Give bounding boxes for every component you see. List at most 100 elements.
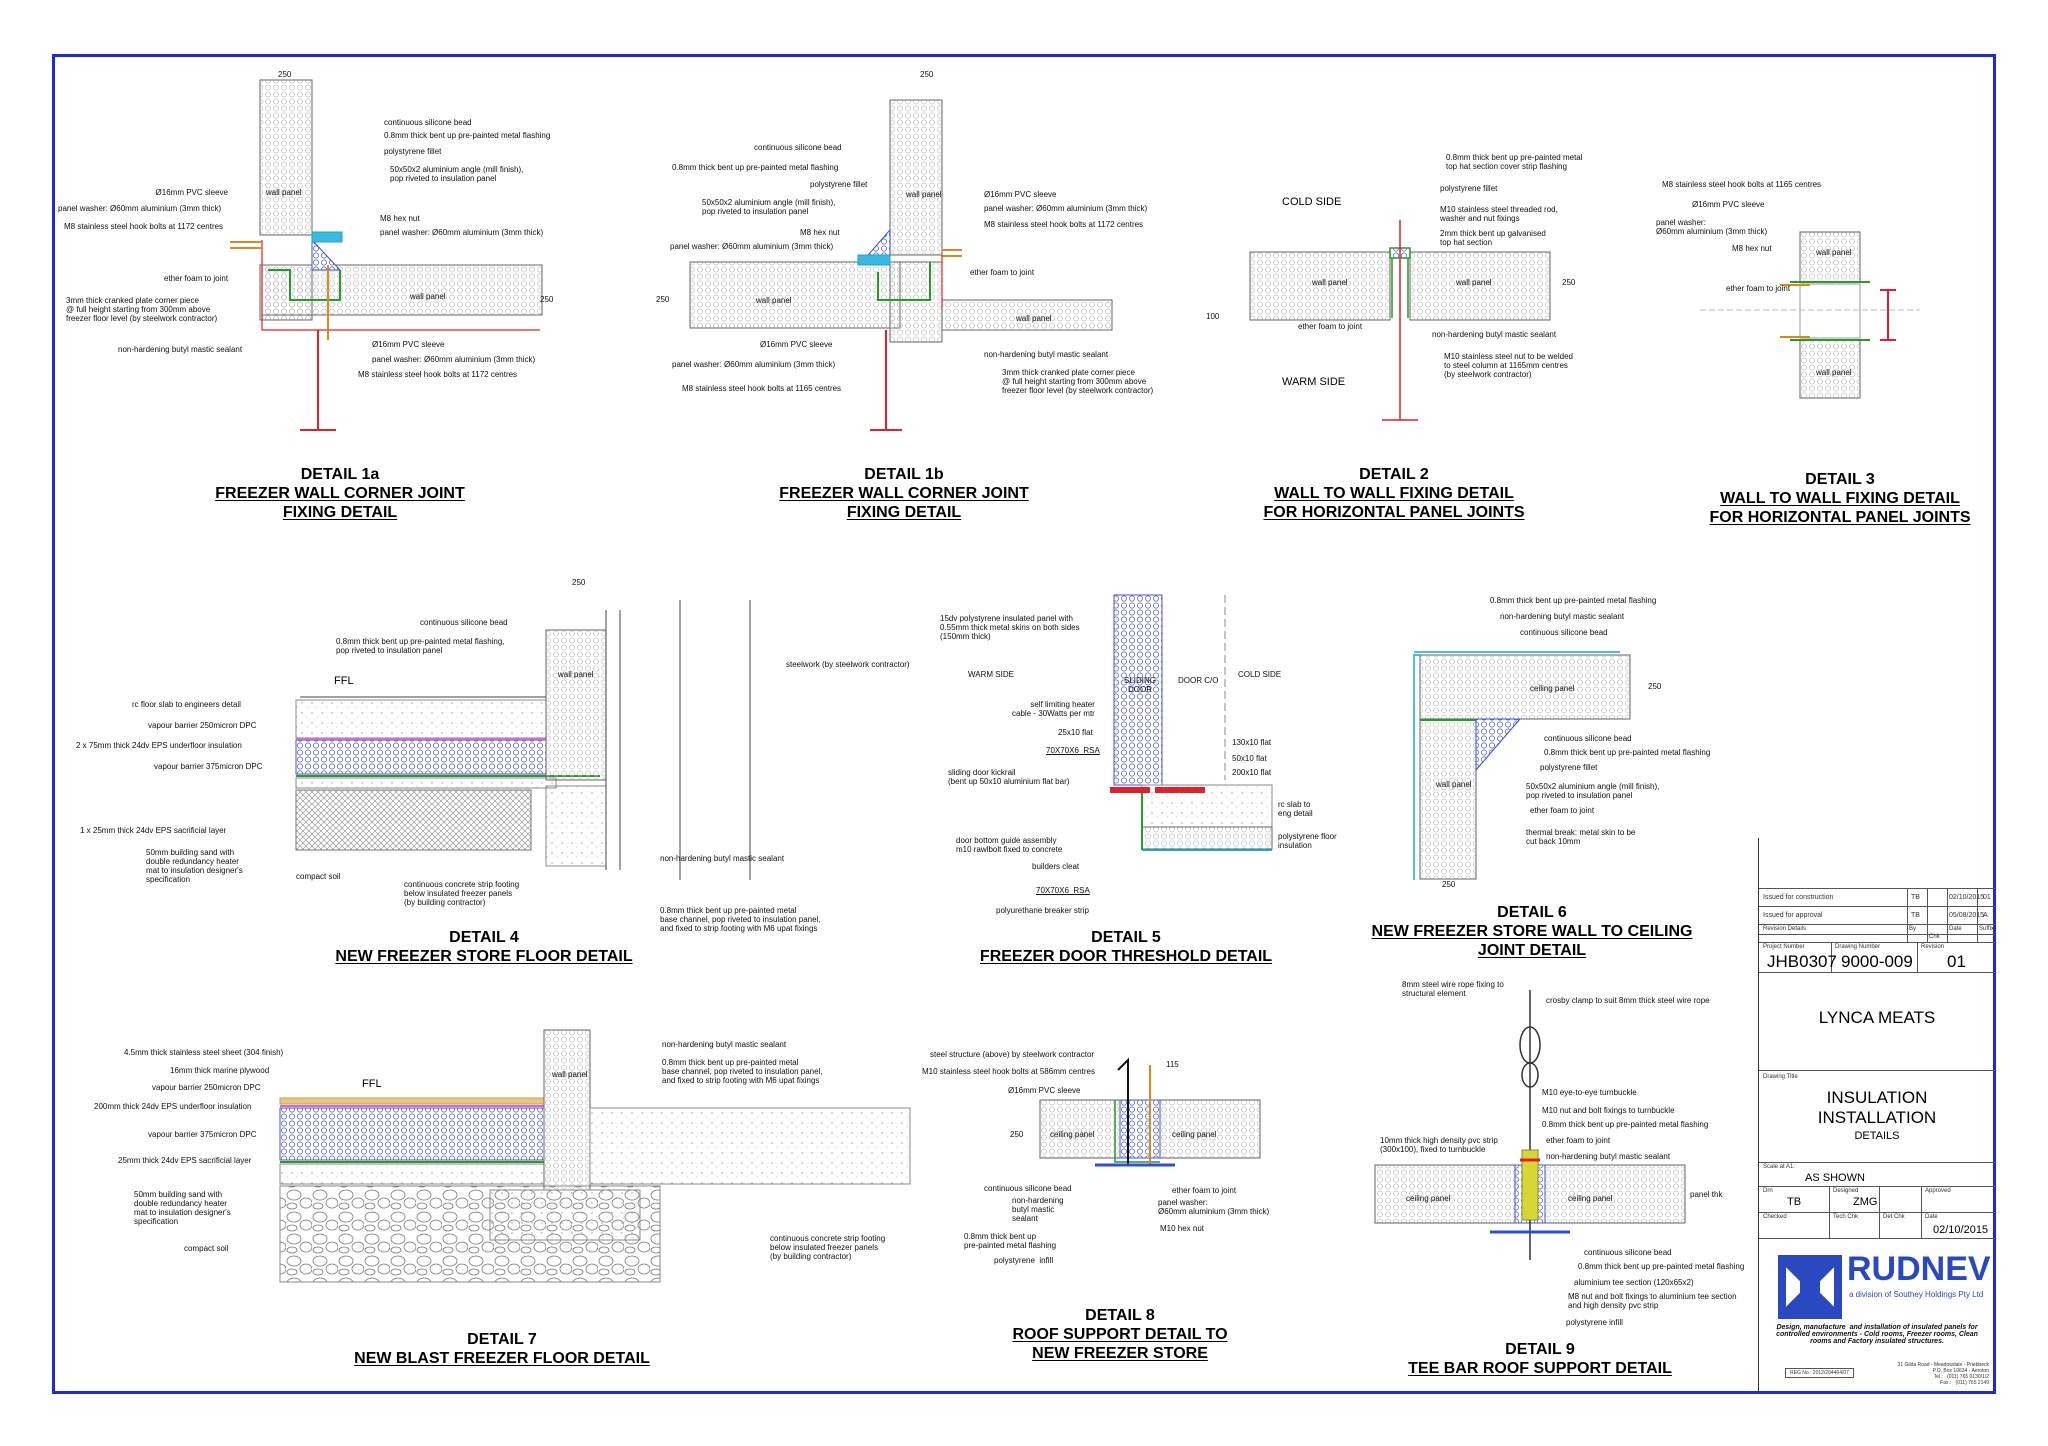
label-wall-panel: wall panel bbox=[1816, 248, 1852, 257]
note: non-hardening butyl mastic sealant bbox=[1432, 330, 1557, 339]
label-ceiling-panel: ceiling panel bbox=[1172, 1130, 1217, 1139]
dimension: panel thk bbox=[1690, 1190, 1723, 1199]
note: continuous concrete strip footing below … bbox=[770, 1234, 886, 1261]
note: thermal break: metal skin to be cut back… bbox=[1526, 828, 1636, 846]
note: Ø16mm PVC sleeve bbox=[1008, 1086, 1081, 1095]
note: ether foam to joint bbox=[1298, 322, 1363, 331]
label-ffl: FFL bbox=[334, 675, 354, 687]
note: polyurethane breaker strip bbox=[996, 906, 1089, 915]
note: door bottom guide assembly m10 rawlbolt … bbox=[956, 836, 1063, 854]
drawing-number: 9000-009 bbox=[1841, 952, 1913, 971]
note: polystyrene infill bbox=[1566, 1318, 1623, 1327]
note: non-hardening butyl mastic sealant bbox=[660, 854, 785, 863]
note: 200x10 flat bbox=[1232, 768, 1272, 777]
note: continuous silicone bead bbox=[420, 618, 508, 627]
dimension: 250 bbox=[1648, 682, 1662, 691]
note: 0.8mm thick bent up pre-painted metal fl… bbox=[1490, 596, 1657, 605]
detail-6-drawing bbox=[1413, 651, 1631, 880]
note: steelwork (by steelwork contractor) bbox=[786, 660, 910, 669]
note: M8 stainless steel hook bolts at 1172 ce… bbox=[358, 370, 518, 379]
note: 0.8mm thick bent up pre-painted metal fl… bbox=[1578, 1262, 1745, 1271]
dimension: 250 bbox=[540, 295, 554, 304]
note: builders cleat bbox=[1032, 862, 1080, 871]
note: 0.8mm thick bent up pre-painted metal fl… bbox=[384, 131, 551, 140]
note: sliding door kickrail (bent up 50x10 alu… bbox=[948, 768, 1070, 786]
drawing-subtitle: DETAILS bbox=[1854, 1130, 1900, 1142]
note: vapour barrier 375micron DPC bbox=[154, 762, 263, 771]
note: M10 stainless steel hook bolts at 586mm … bbox=[922, 1067, 1095, 1076]
label-warm-side: WARM SIDE bbox=[968, 670, 1014, 679]
note: M8 stainless steel hook bolts at 1172 ce… bbox=[64, 222, 224, 231]
note: M8 nut and bolt fixings to aluminium tee… bbox=[1568, 1292, 1737, 1310]
label-wall-panel: wall panel bbox=[558, 670, 594, 679]
label-wall-panel: wall panel bbox=[1436, 780, 1472, 789]
revision-number: 01 bbox=[1947, 952, 1966, 971]
note: rc floor slab to engineers detail bbox=[132, 700, 241, 709]
note: 130x10 flat bbox=[1232, 738, 1272, 747]
note: 50x50x2 aluminium angle (mill finish), p… bbox=[1526, 782, 1660, 800]
note: non-hardening butyl mastic sealant bbox=[118, 345, 243, 354]
note: non-hardening butyl mastic sealant bbox=[1546, 1152, 1671, 1161]
detail-7-title: DETAIL 7 NEW BLAST FREEZER FLOOR DETAIL bbox=[354, 1331, 650, 1367]
note: 25x10 flat bbox=[1058, 728, 1093, 737]
drawing-scale: AS SHOWN bbox=[1805, 1172, 1865, 1184]
designed-by: ZMG bbox=[1853, 1196, 1878, 1208]
note: 0.8mm thick bent up pre-painted metal to… bbox=[1446, 153, 1583, 171]
note: 70X70X6 RSA bbox=[1036, 886, 1090, 895]
note: non-hardening butyl mastic sealant bbox=[662, 1040, 787, 1049]
label-wall-panel: wall panel bbox=[1016, 314, 1052, 323]
note: panel washer: Ø60mm aluminium (3mm thick… bbox=[58, 204, 222, 213]
dimension: 250 bbox=[1562, 278, 1576, 287]
detail-9-title: DETAIL 9 TEE BAR ROOF SUPPORT DETAIL bbox=[1408, 1341, 1672, 1377]
note: 10mm thick high density pvc strip (300x1… bbox=[1380, 1136, 1498, 1154]
note: panel washer: Ø60mm aluminium (3mm thick… bbox=[670, 242, 834, 251]
note: ether foam to joint bbox=[1172, 1186, 1237, 1195]
reg-number: REG No.: 2012/204464/07 bbox=[1785, 1368, 1854, 1378]
detail-8-title: DETAIL 8 ROOF SUPPORT DETAIL TO NEW FREE… bbox=[1012, 1307, 1228, 1362]
drawing-title: INSULATION bbox=[1826, 1088, 1928, 1107]
note: non-hardening butyl mastic sealant bbox=[1012, 1196, 1064, 1223]
dimension: 250 bbox=[1442, 880, 1456, 889]
detail-1a-title: DETAIL 1a FREEZER WALL CORNER JOINT FIXI… bbox=[130, 465, 550, 522]
note: continuous silicone bead bbox=[1544, 734, 1632, 743]
revision-details: Issued for approval bbox=[1763, 912, 1823, 919]
detail-8-drawing bbox=[1039, 1057, 1261, 1167]
detail-number: DETAIL 1a bbox=[300, 466, 380, 483]
note: ether foam to joint bbox=[1530, 806, 1595, 815]
detail-4-title: DETAIL 4 NEW FREEZER STORE FLOOR DETAIL bbox=[335, 929, 633, 965]
note: 2 x 75mm thick 24dv EPS underfloor insul… bbox=[76, 741, 242, 750]
note: 200mm thick 24dv EPS underfloor insulati… bbox=[94, 1102, 252, 1111]
note: Ø16mm PVC sleeve bbox=[372, 340, 445, 349]
note: rc slab to eng detail bbox=[1278, 800, 1313, 818]
detail-5-title: DETAIL 5 FREEZER DOOR THRESHOLD DETAIL bbox=[979, 929, 1273, 965]
note: M10 eye-to-eye turnbuckle bbox=[1542, 1088, 1637, 1097]
label-door-co: DOOR C/O bbox=[1178, 676, 1219, 685]
note: panel washer: Ø60mm aluminium (3mm thick… bbox=[1656, 218, 1768, 236]
company-name: RUDNEV bbox=[1847, 1250, 1991, 1288]
note: 1 x 25mm thick 24dv EPS sacrificial laye… bbox=[80, 826, 227, 835]
label-wall-panel: wall panel bbox=[266, 188, 302, 197]
detail-9-drawing bbox=[1374, 990, 1686, 1260]
detail-2-drawing bbox=[1249, 220, 1551, 421]
label-ceiling-panel: ceiling panel bbox=[1050, 1130, 1095, 1139]
company-subtitle: a division of Southey Holdings Pty Ltd bbox=[1849, 1290, 1984, 1299]
note: 0.8mm thick bent up pre-painted metal fl… bbox=[964, 1232, 1057, 1250]
label-wall-panel: wall panel bbox=[756, 296, 792, 305]
note: 25mm thick 24dv EPS sacrificial layer bbox=[118, 1156, 252, 1165]
note: crosby clamp to suit 8mm thick steel wir… bbox=[1546, 996, 1710, 1005]
label-warm-side: WARM SIDE bbox=[1282, 376, 1346, 388]
note: Ø16mm PVC sleeve bbox=[984, 190, 1057, 199]
label-wall-panel: wall panel bbox=[1456, 278, 1492, 287]
dimension: 250 bbox=[572, 578, 586, 587]
detail-1a-drawing bbox=[230, 79, 543, 431]
note: 0.8mm thick bent up pre-painted metal ba… bbox=[662, 1058, 823, 1085]
label-cold-side: COLD SIDE bbox=[1238, 670, 1282, 679]
note: 3mm thick cranked plate corner piece @ f… bbox=[66, 296, 218, 323]
note: compact soil bbox=[296, 872, 341, 881]
label-ffl: FFL bbox=[362, 1078, 382, 1090]
note: 4.5mm thick stainless steel sheet (304 f… bbox=[124, 1048, 284, 1057]
note: panel washer: Ø60mm aluminium (3mm thick… bbox=[672, 360, 836, 369]
note: ether foam to joint bbox=[1546, 1136, 1611, 1145]
label-wall-panel: wall panel bbox=[906, 190, 942, 199]
drawing-border bbox=[52, 54, 1996, 1394]
